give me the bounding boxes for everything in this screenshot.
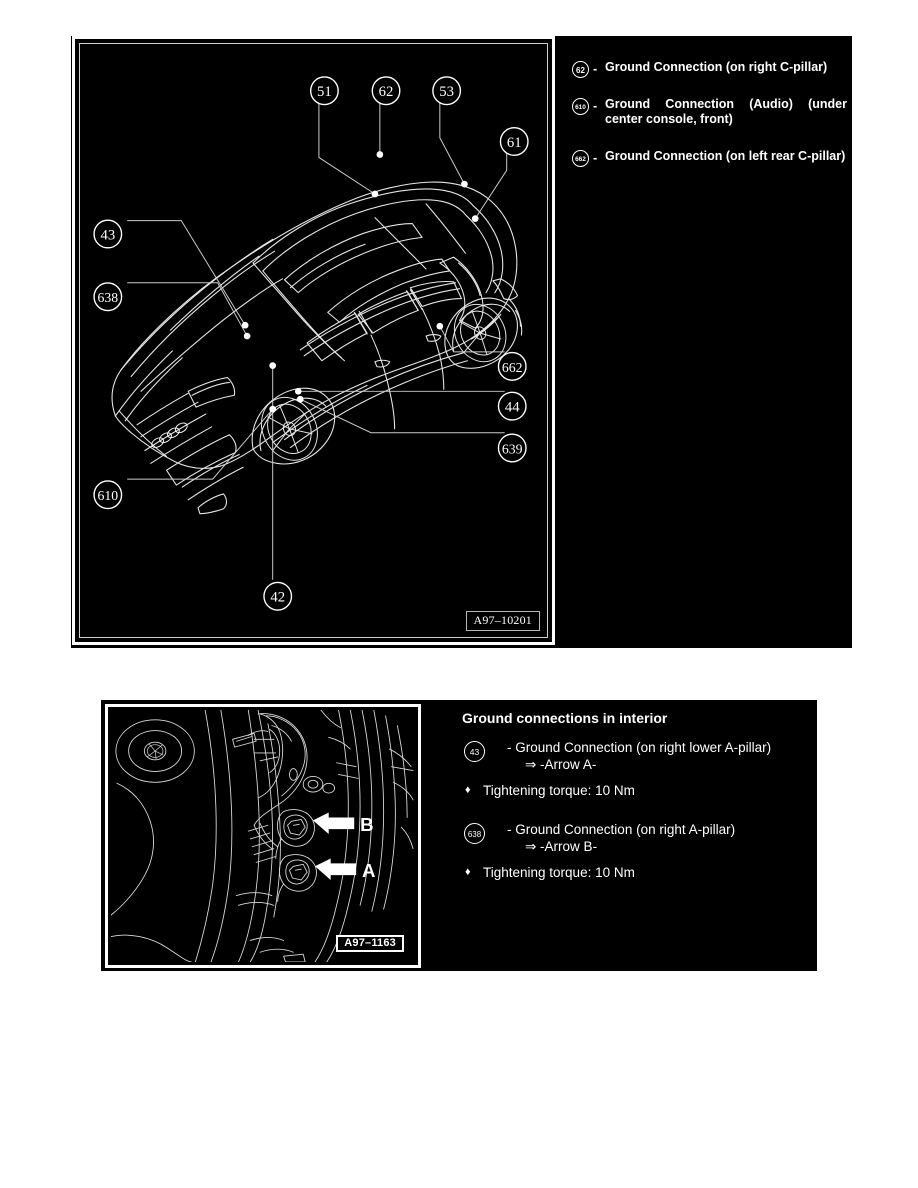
callout-label-62: 62 bbox=[379, 84, 394, 100]
callout-label-638: 638 bbox=[98, 290, 119, 305]
vehicle-diagram-panel: 51 62 53 61 43 638 610 42 662 44 639 A97–10201 bbox=[72, 36, 555, 645]
interior-photo-canvas: B A bbox=[111, 710, 415, 962]
callout-label-51: 51 bbox=[317, 84, 332, 100]
torque-bullet-icon: ♦ bbox=[465, 866, 471, 878]
legend-badge-662: 662 bbox=[572, 149, 589, 167]
legend-row-610: 610 - Ground Connection (Audio) (under c… bbox=[572, 97, 847, 128]
callout-bubble-42 bbox=[263, 581, 293, 611]
legend-text-662: Ground Connection (on left rear C-pillar… bbox=[605, 148, 846, 163]
callout-bubble-610 bbox=[93, 480, 123, 510]
legend-item-638: 638 - Ground Connection (on right A-pill… bbox=[461, 821, 811, 857]
upper-legend-list: 62 - Ground Connection (on right C-pilla… bbox=[572, 60, 847, 185]
vehicle-diagram-canvas: 51 62 53 61 43 638 610 42 662 44 639 bbox=[79, 43, 548, 638]
arrow-a-group bbox=[314, 858, 357, 880]
lower-legend-list: Ground connections in interior 43 - Grou… bbox=[461, 704, 811, 903]
torque-text-638: Tightening torque: 10 Nm bbox=[483, 865, 635, 880]
callout-label-610: 610 bbox=[98, 488, 119, 503]
callout-bubble-662 bbox=[497, 351, 527, 381]
legend-text-610: Ground Connection (Audio) (under center … bbox=[605, 96, 847, 127]
legend-text-62: Ground Connection (on right C-pillar) bbox=[605, 60, 828, 74]
torque-bullet-icon: ♦ bbox=[465, 784, 471, 796]
legend-dash-662: - bbox=[593, 150, 598, 165]
lower-legend-heading: Ground connections in interior bbox=[462, 710, 668, 726]
legend-badge-62: 62 bbox=[572, 61, 589, 78]
arrow-label-b: B bbox=[360, 814, 373, 835]
arrow-label-a: A bbox=[362, 860, 375, 881]
callout-label-61: 61 bbox=[507, 135, 522, 151]
legend-dash-62: - bbox=[593, 62, 598, 76]
legend-dash-610: - bbox=[593, 98, 598, 113]
vehicle-callout-layer: 51 62 53 61 43 638 610 42 662 44 639 bbox=[93, 76, 529, 611]
callout-label-662: 662 bbox=[502, 360, 523, 375]
legend-item-43-line1: - Ground Connection (on right lower A-pi… bbox=[507, 740, 772, 755]
legend-item-43-line2: ⇒ -Arrow A- bbox=[525, 757, 597, 772]
interior-photo-panel: B A A97–1163 bbox=[105, 704, 421, 968]
callout-label-42: 42 bbox=[270, 590, 285, 606]
legend-item-638-line2: ⇒ -Arrow B- bbox=[525, 839, 598, 854]
legend-row-662: 662 - Ground Connection (on left rear C-… bbox=[572, 148, 847, 167]
interior-line-drawing: B A bbox=[111, 710, 414, 962]
callout-bubble-61 bbox=[499, 127, 529, 157]
callout-label-44: 44 bbox=[505, 400, 520, 416]
callout-bubble-44 bbox=[497, 391, 527, 421]
torque-text-43: Tightening torque: 10 Nm bbox=[483, 783, 635, 798]
figure-id-tag-upper: A97–10201 bbox=[465, 611, 540, 631]
legend-item-43: 43 - Ground Connection (on right lower A… bbox=[461, 739, 811, 775]
torque-note-638: ♦ Tightening torque: 10 Nm bbox=[461, 864, 811, 881]
callout-bubble-639 bbox=[497, 433, 527, 463]
callout-bubble-62 bbox=[371, 76, 401, 106]
torque-note-43: ♦ Tightening torque: 10 Nm bbox=[461, 782, 811, 799]
legend-badge-638: 638 bbox=[464, 823, 485, 844]
callout-label-43: 43 bbox=[100, 227, 115, 243]
callout-label-639: 639 bbox=[502, 441, 523, 456]
legend-row-62: 62 - Ground Connection (on right C-pilla… bbox=[572, 60, 847, 78]
legend-badge-610: 610 bbox=[572, 97, 589, 115]
legend-badge-43: 43 bbox=[464, 741, 485, 762]
arrow-b-group bbox=[313, 812, 355, 835]
lower-figure-block: B A A97–1163 Ground connections in inter… bbox=[101, 700, 817, 971]
upper-figure-block: 51 62 53 61 43 638 610 42 662 44 639 A97–10201 62 … bbox=[71, 36, 852, 648]
callout-bubble-51 bbox=[309, 76, 339, 106]
legend-item-638-line1: - Ground Connection (on right A-pillar) bbox=[507, 822, 736, 837]
callout-label-53: 53 bbox=[439, 84, 454, 100]
figure-id-tag-lower: A97–1163 bbox=[336, 935, 404, 952]
callout-bubble-43 bbox=[93, 219, 123, 249]
callout-bubble-53 bbox=[432, 76, 462, 106]
callout-bubble-638 bbox=[93, 282, 123, 312]
